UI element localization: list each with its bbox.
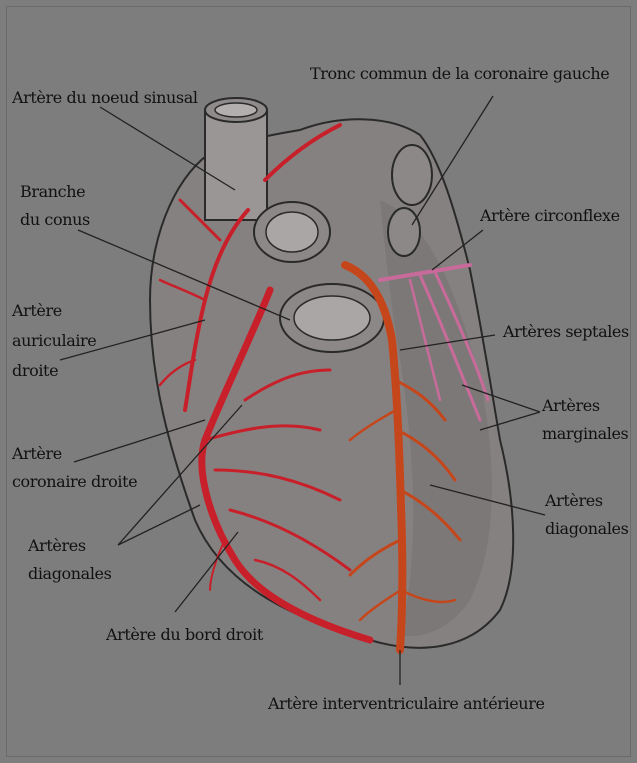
aorta bbox=[205, 98, 267, 220]
vessel-opening-1 bbox=[254, 202, 330, 262]
label-right-atrial: Artère auriculaire droite bbox=[12, 296, 96, 386]
vessel-opening-2 bbox=[280, 284, 384, 352]
label-left-main: Tronc commun de la coronaire gauche bbox=[310, 64, 609, 84]
label-anterior-interventricular: Artère interventriculaire antérieure bbox=[268, 694, 545, 714]
label-right-coronary: Artère coronaire droite bbox=[12, 440, 137, 496]
label-marginal: Artères marginales bbox=[542, 392, 628, 448]
label-right-border: Artère du bord droit bbox=[106, 625, 263, 645]
label-circumflex: Artère circonflexe bbox=[480, 206, 620, 226]
label-right-diagonal: Artères diagonales bbox=[28, 532, 111, 588]
label-sinus-node: Artère du noeud sinusal bbox=[12, 88, 198, 108]
label-septal: Artères septales bbox=[503, 322, 629, 342]
label-left-diagonal: Artères diagonales bbox=[545, 487, 628, 543]
label-conus: Branche du conus bbox=[20, 178, 90, 234]
